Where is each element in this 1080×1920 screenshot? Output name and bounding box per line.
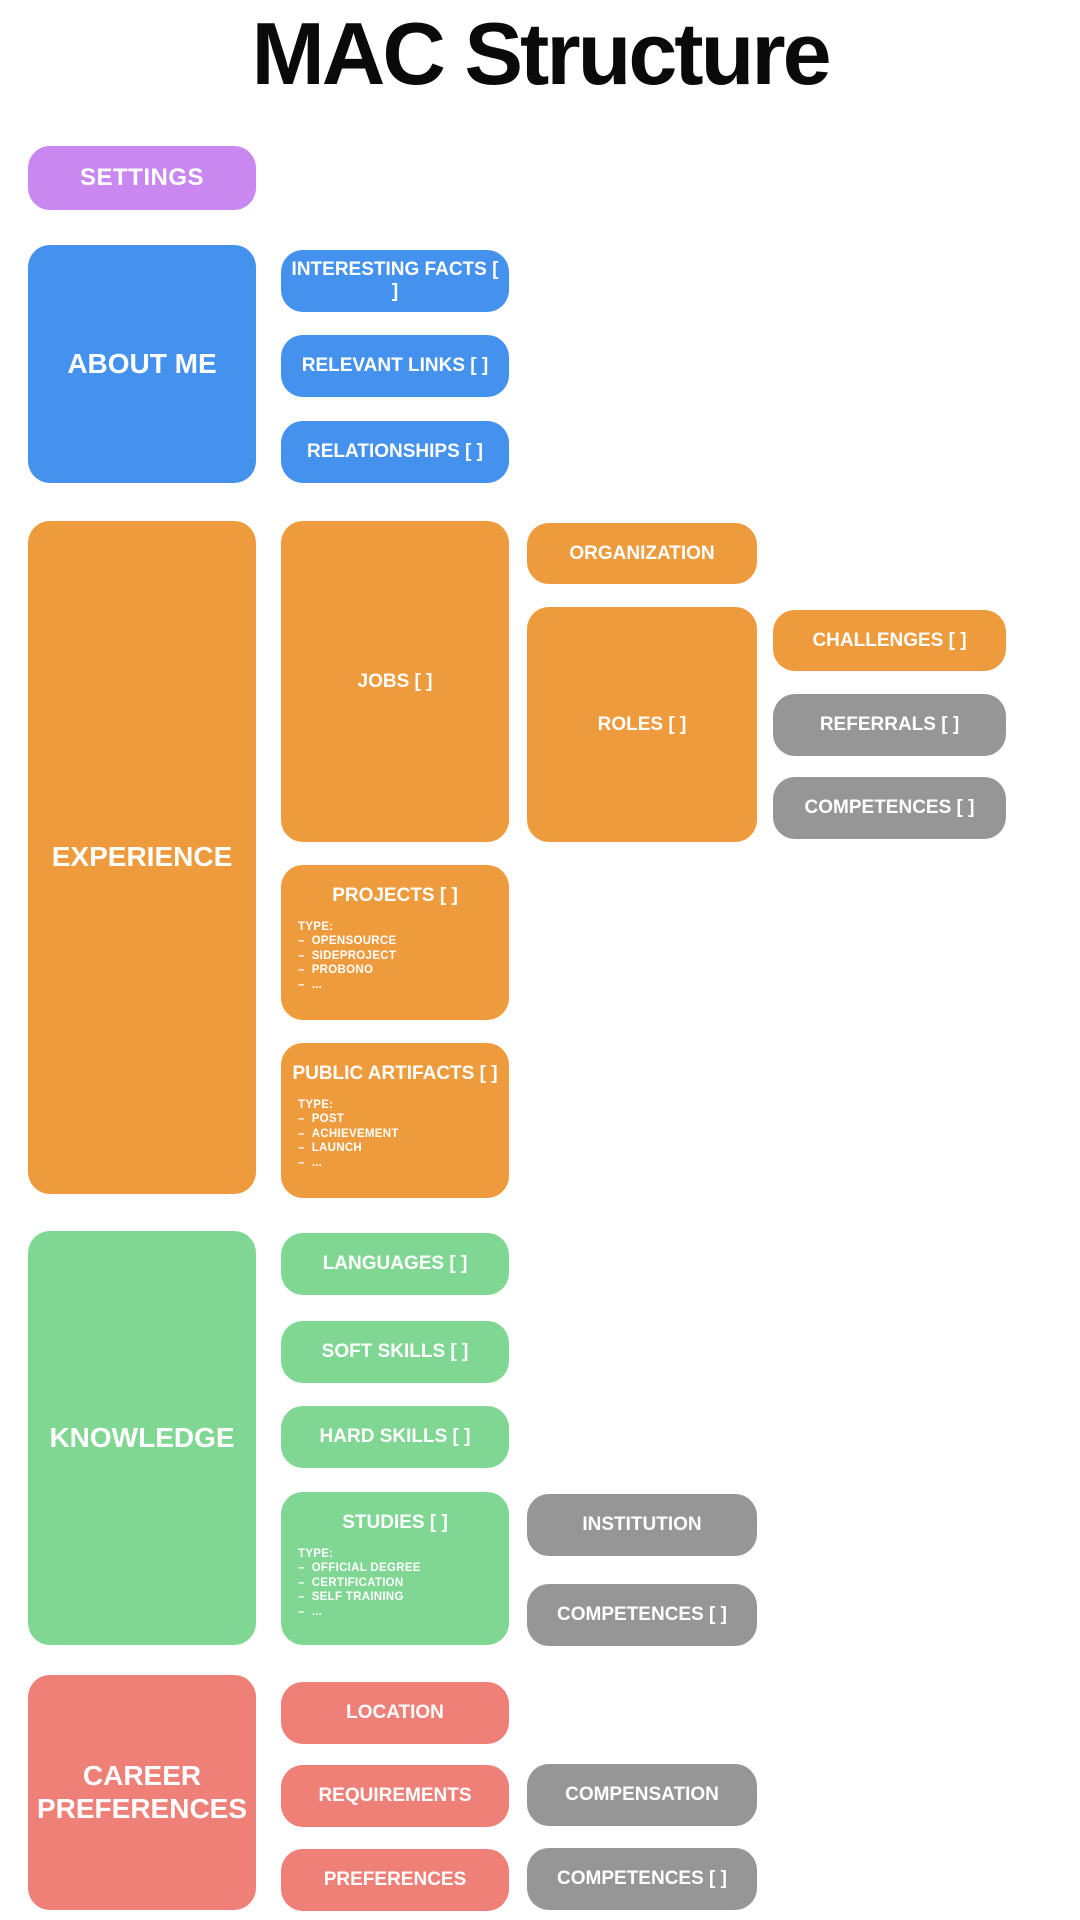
soft-skills-label: SOFT SKILLS [ ]: [321, 1341, 469, 1363]
projects-type-list: OPENSOURCE SIDEPROJECT PROBONO ...: [298, 934, 509, 992]
experience-competences-block: COMPETENCES [ ]: [773, 777, 1006, 839]
hard-skills-label: HARD SKILLS [ ]: [319, 1426, 471, 1448]
jobs-label: JOBS [ ]: [357, 670, 433, 692]
type-item: SELF TRAINING: [298, 1590, 509, 1605]
roles-label: ROLES [ ]: [597, 713, 687, 735]
relationships-label: RELATIONSHIPS [ ]: [307, 441, 483, 463]
knowledge-competences-block: COMPETENCES [ ]: [527, 1584, 757, 1646]
projects-block: PROJECTS [ ] TYPE: OPENSOURCE SIDEPROJEC…: [281, 865, 509, 1020]
experience-competences-label: COMPETENCES [ ]: [804, 797, 975, 819]
roles-block: ROLES [ ]: [527, 607, 757, 842]
type-item: CERTIFICATION: [298, 1576, 509, 1591]
location-label: LOCATION: [346, 1702, 444, 1724]
referrals-label: REFERRALS [ ]: [819, 714, 960, 736]
type-item: ...: [298, 1156, 509, 1171]
institution-label: INSTITUTION: [582, 1514, 702, 1536]
type-item: OFFICIAL DEGREE: [298, 1561, 509, 1576]
relevant-links-label: RELEVANT LINKS [ ]: [301, 355, 489, 377]
type-item: ACHIEVEMENT: [298, 1127, 509, 1142]
organization-block: ORGANIZATION: [527, 523, 757, 584]
referrals-block: REFERRALS [ ]: [773, 694, 1006, 756]
challenges-label: CHALLENGES [ ]: [812, 629, 967, 651]
settings-label: SETTINGS: [79, 164, 204, 191]
hard-skills-block: HARD SKILLS [ ]: [281, 1406, 509, 1468]
studies-block: STUDIES [ ] TYPE: OFFICIAL DEGREE CERTIF…: [281, 1492, 509, 1645]
institution-block: INSTITUTION: [527, 1494, 757, 1556]
knowledge-label: KNOWLEDGE: [49, 1421, 235, 1453]
challenges-block: CHALLENGES [ ]: [773, 610, 1006, 671]
career-competences-label: COMPETENCES [ ]: [557, 1868, 727, 1890]
type-item: ...: [298, 978, 509, 993]
knowledge-block: KNOWLEDGE: [28, 1231, 256, 1645]
career-competences-block: COMPETENCES [ ]: [527, 1848, 757, 1910]
requirements-block: REQUIREMENTS: [281, 1765, 509, 1827]
type-item: ...: [298, 1605, 509, 1620]
studies-label: STUDIES [ ]: [342, 1512, 448, 1533]
public-artifacts-type-heading: TYPE:: [298, 1099, 334, 1111]
type-item: LAUNCH: [298, 1141, 509, 1156]
type-item: POST: [298, 1112, 509, 1127]
jobs-block: JOBS [ ]: [281, 521, 509, 842]
about-me-block: ABOUT ME: [28, 245, 256, 483]
preferences-label: PREFERENCES: [323, 1869, 467, 1891]
compensation-label: COMPENSATION: [565, 1784, 719, 1806]
projects-type-heading: TYPE:: [298, 921, 334, 933]
public-artifacts-label: PUBLIC ARTIFACTS [ ]: [292, 1063, 498, 1084]
interesting-facts-label: INTERESTING FACTS [ ]: [291, 259, 499, 302]
type-item: PROBONO: [298, 963, 509, 978]
compensation-block: COMPENSATION: [527, 1764, 757, 1826]
relationships-block: RELATIONSHIPS [ ]: [281, 421, 509, 483]
type-item: SIDEPROJECT: [298, 949, 509, 964]
interesting-facts-block: INTERESTING FACTS [ ]: [281, 250, 509, 312]
about-me-label: ABOUT ME: [67, 347, 217, 379]
requirements-label: REQUIREMENTS: [318, 1785, 472, 1807]
projects-label: PROJECTS [ ]: [332, 885, 458, 906]
location-block: LOCATION: [281, 1682, 509, 1744]
languages-label: LANGUAGES [ ]: [322, 1253, 468, 1275]
organization-label: ORGANIZATION: [569, 542, 715, 564]
type-item: OPENSOURCE: [298, 934, 509, 949]
languages-block: LANGUAGES [ ]: [281, 1233, 509, 1295]
studies-type-heading: TYPE:: [298, 1548, 334, 1560]
preferences-block: PREFERENCES: [281, 1849, 509, 1911]
public-artifacts-block: PUBLIC ARTIFACTS [ ] TYPE: POST ACHIEVEM…: [281, 1043, 509, 1198]
experience-label: EXPERIENCE: [51, 841, 233, 873]
career-preferences-label: CAREER PREFERENCES: [36, 1760, 248, 1824]
soft-skills-block: SOFT SKILLS [ ]: [281, 1321, 509, 1383]
relevant-links-block: RELEVANT LINKS [ ]: [281, 335, 509, 397]
studies-type-list: OFFICIAL DEGREE CERTIFICATION SELF TRAIN…: [298, 1561, 509, 1619]
page-title: MAC Structure: [251, 4, 831, 103]
settings-block: SETTINGS: [28, 146, 256, 210]
experience-block: EXPERIENCE: [28, 521, 256, 1194]
public-artifacts-type-list: POST ACHIEVEMENT LAUNCH ...: [298, 1112, 509, 1170]
knowledge-competences-label: COMPETENCES [ ]: [557, 1604, 727, 1626]
career-preferences-block: CAREER PREFERENCES: [28, 1675, 256, 1910]
